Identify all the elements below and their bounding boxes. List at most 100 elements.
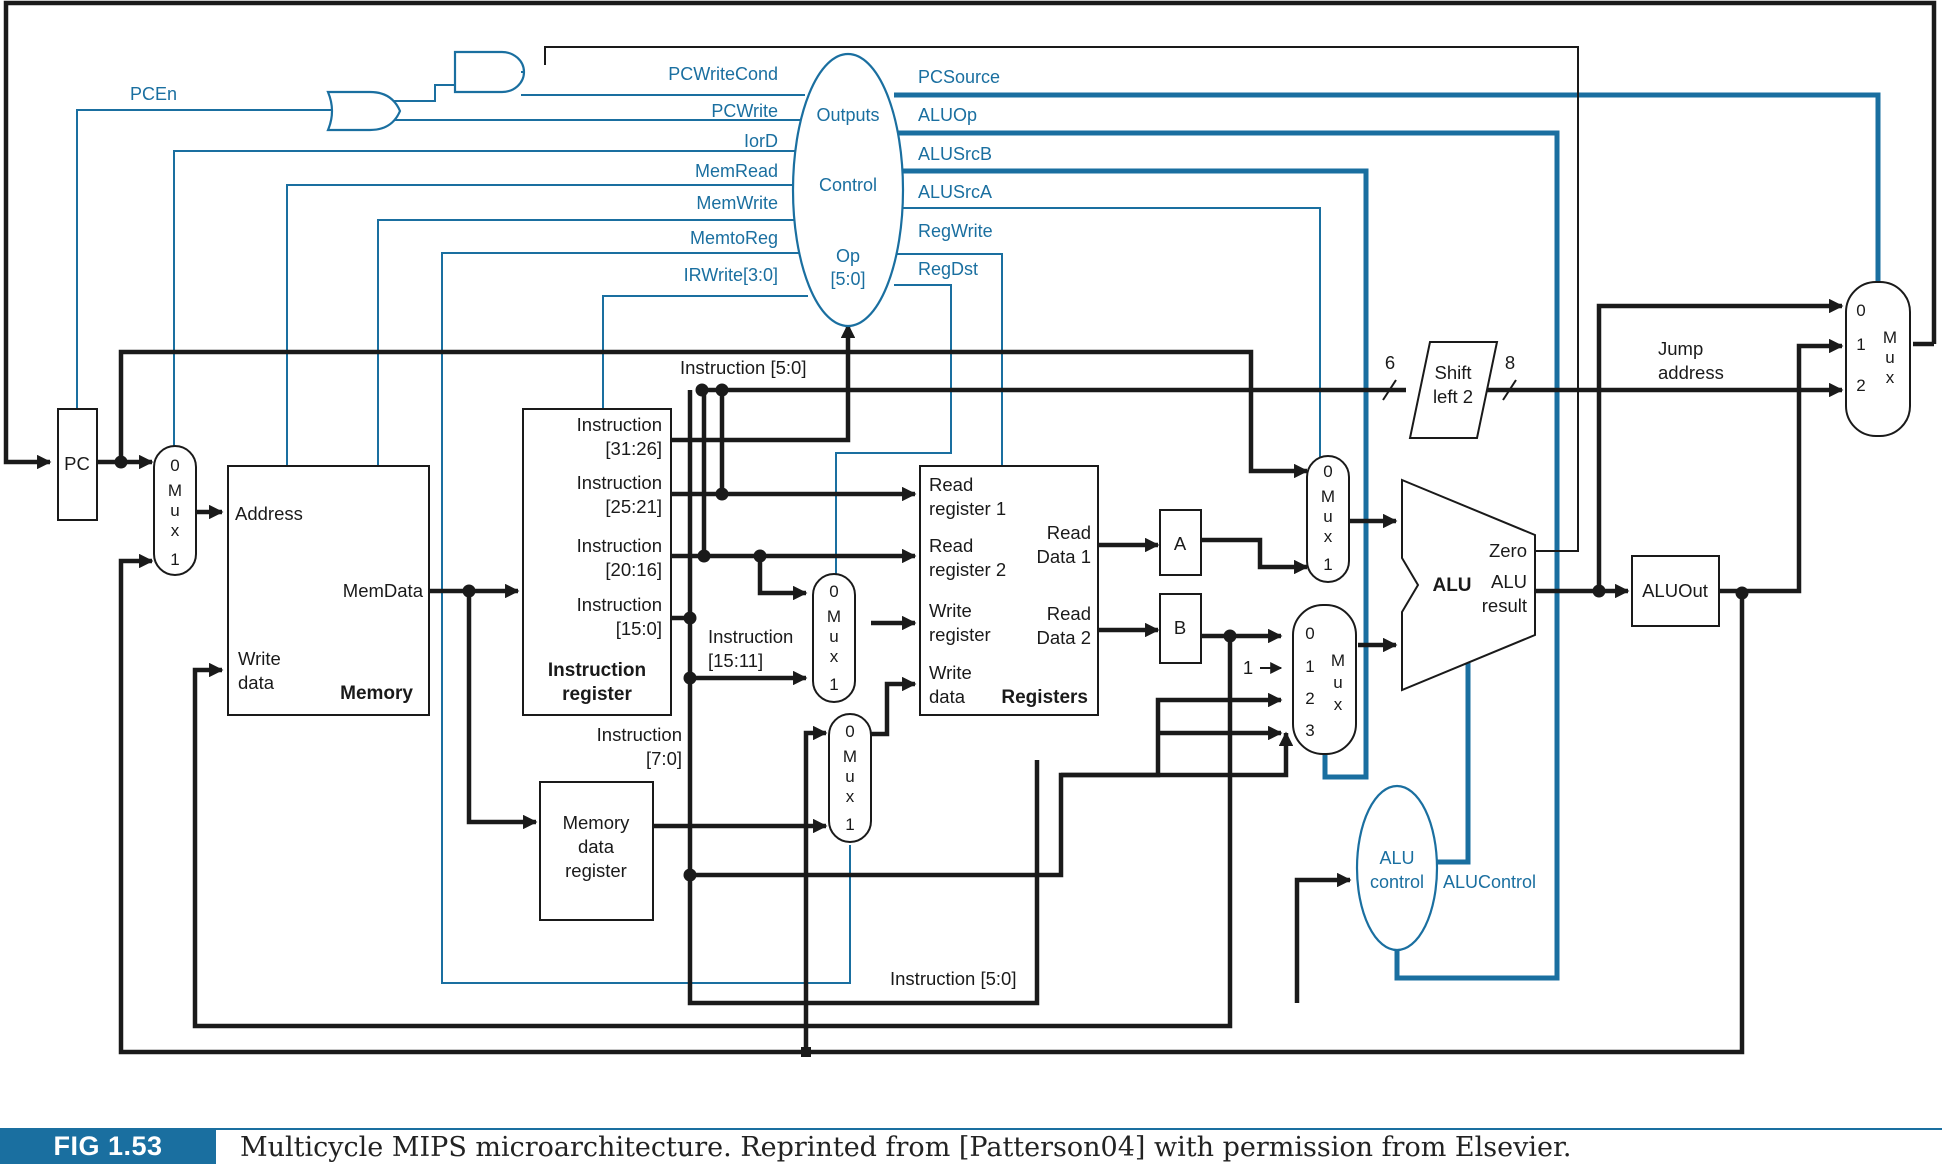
- svg-text:1: 1: [1323, 555, 1332, 574]
- svg-text:x: x: [830, 647, 839, 666]
- sig-alucontrol: ALUControl: [1443, 872, 1536, 892]
- svg-text:0: 0: [1323, 462, 1332, 481]
- svg-text:u: u: [1323, 507, 1332, 526]
- svg-text:Instruction: Instruction: [577, 594, 662, 615]
- svg-text:Memory: Memory: [563, 812, 631, 833]
- svg-text:2: 2: [1856, 376, 1865, 395]
- pc-register: PC: [57, 408, 98, 521]
- svg-text:data: data: [929, 686, 966, 707]
- svg-text:1: 1: [1305, 657, 1314, 676]
- svg-text:Instruction: Instruction: [577, 535, 662, 556]
- aluout-register: ALUOut: [1631, 555, 1720, 627]
- svg-text:register: register: [565, 860, 627, 881]
- svg-text:M: M: [1883, 328, 1897, 347]
- svg-text:ALU: ALU: [1379, 848, 1414, 868]
- svg-text:ALU: ALU: [1432, 575, 1471, 596]
- svg-text:u: u: [170, 501, 179, 520]
- alusrcb-const-1: 1: [1243, 657, 1253, 678]
- svg-text:register: register: [929, 624, 991, 645]
- pcsource-mux: 0 1 2 M u x: [1845, 281, 1911, 437]
- sig-aluop: ALUOp: [918, 105, 977, 125]
- svg-text:Zero: Zero: [1489, 540, 1527, 561]
- svg-text:M: M: [827, 607, 841, 626]
- shift-out-bits: 8: [1505, 352, 1515, 373]
- register-a: A: [1159, 509, 1202, 576]
- svg-text:control: control: [1370, 872, 1424, 892]
- svg-text:0: 0: [845, 722, 854, 741]
- svg-text:result: result: [1482, 595, 1527, 616]
- sig-memtoreg: MemtoReg: [690, 228, 778, 248]
- svg-text:[15:0]: [15:0]: [616, 618, 662, 639]
- shift-left-2: Shift left 2 6 8: [1385, 341, 1515, 439]
- svg-text:data: data: [578, 836, 615, 857]
- svg-text:Data 1: Data 1: [1036, 546, 1091, 567]
- svg-text:M: M: [168, 481, 182, 500]
- caption-tag: FIG 1.53: [53, 1131, 163, 1161]
- caption-text: Multicycle MIPS microarchitecture. Repri…: [240, 1132, 1572, 1163]
- memory: Address MemData Write data Memory: [227, 465, 430, 716]
- svg-text:x: x: [1886, 368, 1895, 387]
- control-wires: [76, 72, 1881, 984]
- shift-in-bits: 6: [1385, 352, 1395, 373]
- instr-15-11-b: [15:11]: [708, 650, 763, 671]
- datapath-wires: [3, 0, 1937, 1055]
- multicycle-mips-diagram: Outputs Control Op [5:0] PCWriteCond PCW…: [3, 0, 1937, 1057]
- sig-memwrite: MemWrite: [696, 193, 778, 213]
- svg-text:0: 0: [829, 582, 838, 601]
- sig-regwrite: RegWrite: [918, 221, 993, 241]
- svg-text:ALU: ALU: [1491, 571, 1527, 592]
- svg-text:0: 0: [170, 456, 179, 475]
- alu-control: ALU control: [1355, 784, 1439, 952]
- svg-text:Registers: Registers: [1001, 687, 1088, 708]
- svg-text:1: 1: [170, 550, 179, 569]
- svg-text:M: M: [843, 747, 857, 766]
- instr-15-11-a: Instruction: [708, 626, 793, 647]
- memory-title: Memory: [340, 683, 413, 704]
- svg-text:ALUOut: ALUOut: [1642, 580, 1708, 601]
- instr-7-0-a: Instruction: [597, 724, 682, 745]
- control-op-label: Op: [836, 246, 860, 266]
- control-op-bits: [5:0]: [830, 269, 865, 289]
- sig-pcen: PCEn: [130, 84, 177, 104]
- regdst-mux: 0 M u x 1: [812, 573, 856, 703]
- svg-text:x: x: [1334, 695, 1343, 714]
- instruction-register: Instruction [31:26] Instruction [25:21] …: [522, 408, 672, 716]
- svg-text:Read: Read: [929, 474, 973, 495]
- svg-text:Read: Read: [1047, 603, 1091, 624]
- register-b: B: [1159, 593, 1202, 664]
- sig-pcsource: PCSource: [918, 67, 1000, 87]
- svg-text:2: 2: [1305, 689, 1314, 708]
- alu: ALU Zero ALU result: [1401, 478, 1536, 692]
- svg-text:Write: Write: [929, 600, 972, 621]
- and-gate: [453, 50, 526, 94]
- memory-data-register: Memory data register: [539, 781, 654, 921]
- sig-memread: MemRead: [695, 161, 778, 181]
- svg-text:Read: Read: [929, 535, 973, 556]
- svg-text:register 1: register 1: [929, 498, 1006, 519]
- svg-text:A: A: [1174, 533, 1187, 554]
- control-outputs-label: Outputs: [816, 105, 879, 125]
- svg-text:0: 0: [1856, 301, 1865, 320]
- svg-text:1: 1: [845, 815, 854, 834]
- svg-text:u: u: [829, 627, 838, 646]
- iord-mux: 0 M u x 1: [153, 445, 197, 576]
- instr-5-0-top: Instruction [5:0]: [680, 357, 806, 378]
- svg-text:left 2: left 2: [1433, 386, 1473, 407]
- svg-text:M: M: [1321, 487, 1335, 506]
- svg-text:x: x: [1324, 527, 1333, 546]
- sig-regdst: RegDst: [918, 259, 978, 279]
- control-signal-labels: PCWriteCond PCWrite IorD MemRead MemWrit…: [130, 64, 1536, 892]
- svg-text:0: 0: [1305, 624, 1314, 643]
- svg-text:Data 2: Data 2: [1036, 627, 1091, 648]
- junction-dots: [114, 383, 1749, 1057]
- or-gate: [326, 90, 402, 132]
- svg-text:3: 3: [1305, 721, 1314, 740]
- svg-text:M: M: [1331, 651, 1345, 670]
- svg-text:Instruction: Instruction: [548, 660, 646, 681]
- svg-text:x: x: [846, 787, 855, 806]
- jump-address-label: Jump: [1658, 338, 1703, 359]
- svg-text:x: x: [171, 521, 180, 540]
- memory-write-label: Write: [238, 648, 281, 669]
- svg-text:u: u: [1885, 348, 1894, 367]
- svg-text:u: u: [845, 767, 854, 786]
